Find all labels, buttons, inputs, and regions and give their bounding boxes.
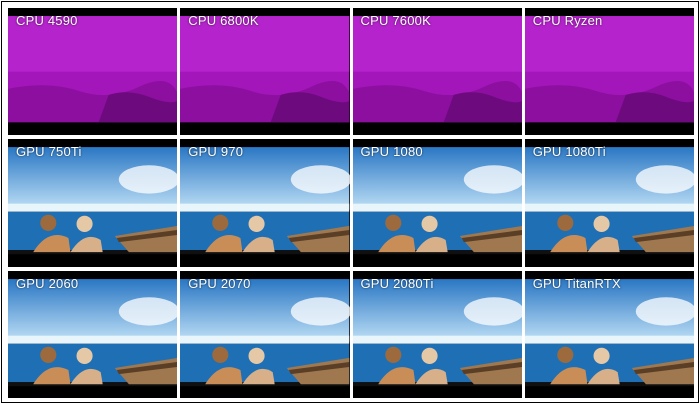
frame-label: GPU 2080Ti: [360, 275, 434, 291]
video-frame-cpu-7600k: CPU 7600K: [352, 8, 522, 136]
video-frame-gpu-titanrtx: GPU TitanRTX: [524, 270, 694, 398]
frame-label: GPU TitanRTX: [532, 275, 621, 291]
magenta-frame-image: [352, 8, 522, 136]
video-frame-gpu-750ti: GPU 750Ti: [8, 139, 178, 267]
beach-scene-image: [524, 270, 694, 398]
magenta-frame-image: [524, 8, 694, 136]
magenta-frame-image: [180, 8, 350, 136]
frame-label: GPU 2060: [16, 275, 79, 291]
frame-label: GPU 1080Ti: [532, 144, 606, 160]
video-frame-cpu-4590: CPU 4590: [8, 8, 178, 136]
video-frame-gpu-2060: GPU 2060: [8, 270, 178, 398]
beach-scene-image: [352, 270, 522, 398]
video-frame-cpu-6800k: CPU 6800K: [180, 8, 350, 136]
frame-label: GPU 2070: [188, 275, 251, 291]
beach-scene-image: [8, 270, 178, 398]
frame-label: CPU 6800K: [188, 13, 259, 28]
video-frame-gpu-2080ti: GPU 2080Ti: [352, 270, 522, 398]
video-frame-gpu-1080ti: GPU 1080Ti: [524, 139, 694, 267]
video-frame-gpu-2070: GPU 2070: [180, 270, 350, 398]
video-frame-gpu-970: GPU 970: [180, 139, 350, 267]
frame-label: CPU 4590: [16, 13, 78, 28]
frame-label: CPU Ryzen: [532, 13, 603, 28]
beach-scene-image: [180, 270, 350, 398]
frame-label: GPU 750Ti: [16, 144, 82, 160]
video-frame-cpu-ryzen: CPU Ryzen: [524, 8, 694, 136]
magenta-frame-image: [8, 8, 178, 136]
frame-grid: CPU 4590 CPU 6800K CPU 7600K: [8, 8, 694, 398]
beach-scene-image: [8, 139, 178, 267]
frame-label: CPU 7600K: [360, 13, 431, 28]
beach-scene-image: [524, 139, 694, 267]
beach-scene-image: [180, 139, 350, 267]
video-frame-gpu-1080: GPU 1080: [352, 139, 522, 267]
beach-scene-image: [352, 139, 522, 267]
frame-label: GPU 1080: [360, 144, 423, 160]
frame-label: GPU 970: [188, 144, 244, 160]
